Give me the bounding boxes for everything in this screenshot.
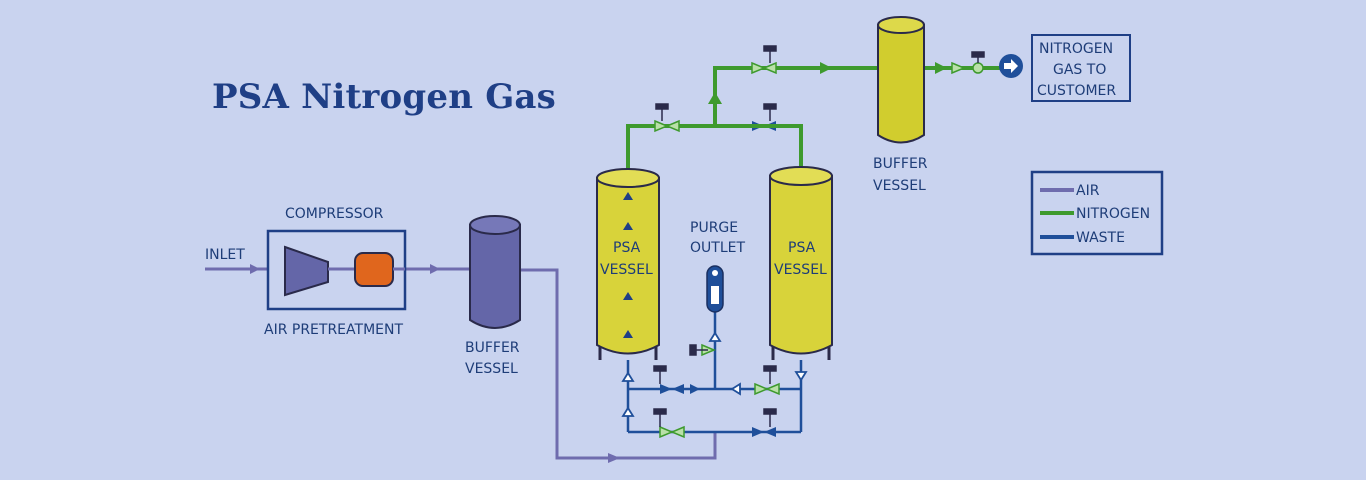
outlet-arrow-icon <box>1004 59 1018 73</box>
air-pretreatment-label: AIR PRETREATMENT <box>264 322 403 338</box>
compressor-label: COMPRESSOR <box>285 206 384 222</box>
nitrogen-lines <box>626 66 1000 170</box>
nitrogen-buffer-label-2: VESSEL <box>873 178 926 194</box>
nitrogen-buffer-vessel <box>877 16 925 144</box>
nitrogen-buffer-label-1: BUFFER <box>873 156 928 172</box>
air-buffer-vessel <box>469 215 521 329</box>
legend: AIR NITROGEN WASTE <box>1030 170 1164 256</box>
waste-arrows <box>621 331 808 417</box>
nitrogen-arrows <box>708 62 947 104</box>
purge-label-1: PURGE <box>690 220 738 236</box>
page-title: PSA Nitrogen Gas <box>212 77 556 117</box>
waste-valves <box>660 121 776 437</box>
heater-icon <box>354 252 394 287</box>
compressor-icon <box>284 245 329 297</box>
inlet-label: INLET <box>205 247 245 263</box>
nitrogen-valve-actuators <box>655 45 985 121</box>
purge-outlet-silencer <box>706 265 724 313</box>
psa-left-label-2: VESSEL <box>600 262 653 278</box>
psa-left-label-1: PSA <box>613 240 641 256</box>
legend-label-waste: WASTE <box>1076 230 1125 246</box>
air-buffer-label-1: BUFFER <box>465 340 520 356</box>
nitrogen-valves <box>654 61 984 133</box>
legend-box <box>1030 170 1164 256</box>
psa-right-label-1: PSA <box>788 240 816 256</box>
air-buffer-label-2: VESSEL <box>465 361 518 377</box>
customer-label-2: GAS TO <box>1053 62 1106 78</box>
customer-label-3: CUSTOMER <box>1037 83 1116 99</box>
customer-box <box>1031 34 1131 102</box>
psa-vessel-left <box>596 168 660 360</box>
valve-actuators <box>653 344 777 427</box>
psa-right-label-2: VESSEL <box>774 262 827 278</box>
legend-label-nitrogen: NITROGEN <box>1076 206 1150 222</box>
purge-label-2: OUTLET <box>690 240 745 256</box>
psa-vessel-right <box>769 166 833 360</box>
air-arrows <box>250 264 620 463</box>
customer-label-1: NITROGEN <box>1039 41 1113 57</box>
legend-label-air: AIR <box>1076 183 1100 199</box>
